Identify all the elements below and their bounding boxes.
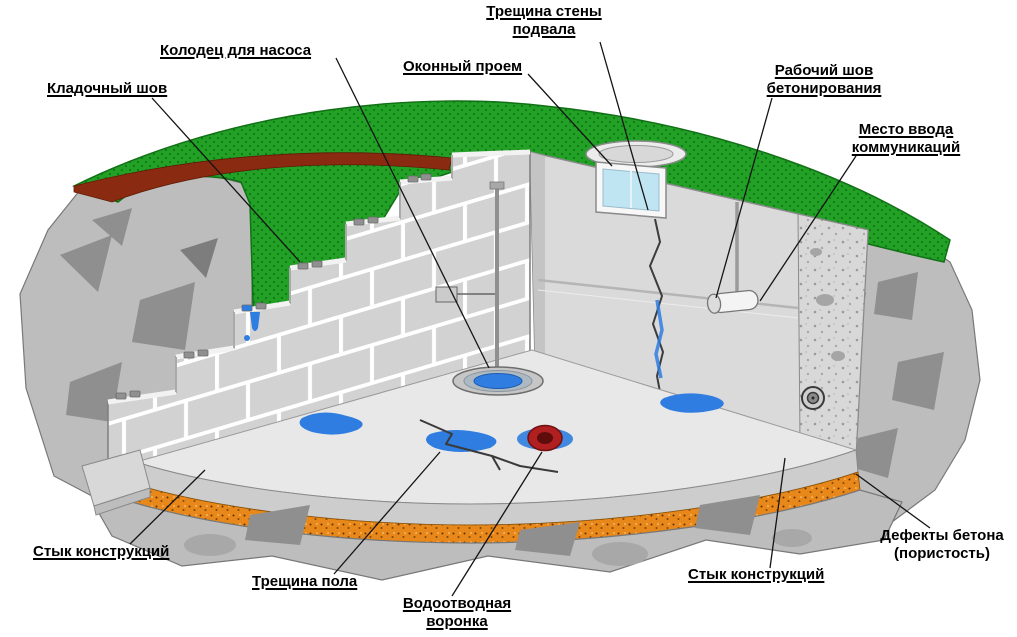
leader-masonry [151,97,301,263]
label-structure-joint-right: Стык конструкций [688,566,825,583]
leader-joint-right [769,457,786,569]
concrete-defects-area [797,213,869,456]
label-concrete-defects: Дефекты бетона (пористость) [880,527,1004,562]
label-floor-crack: Трещина пола [252,573,358,590]
label-drain-funnel: Водоотводная воронка [402,595,512,630]
label-structure-joint-left: Стык конструкций [33,543,170,560]
masonry-water-drip [244,312,260,341]
base-rock [95,489,903,581]
floor-crack-line [419,419,559,473]
block-cavities [115,173,432,400]
leader-utilities [759,155,857,302]
leader-drain [451,451,543,597]
footing [81,449,151,516]
label-wall-crack: Трещина стены подвала [486,3,602,38]
label-utilities-entry: Место ввода коммуникаций [851,121,961,156]
window-opening [595,161,667,219]
pump-box [435,286,458,303]
leader-wall-crack [599,41,649,211]
wall-water-streak [654,299,664,379]
leader-defects [855,473,931,529]
leader-floor-crack [333,451,441,575]
leader-window [527,73,613,167]
porosity-rosette [801,386,825,410]
drain-funnel [517,424,573,452]
leader-work-joint [715,97,773,299]
masonry-wall [107,149,531,480]
label-concrete-work-joint: Рабочий шов бетонирования [766,62,882,97]
pump-well-funnel [435,181,544,396]
soil-strip [73,152,453,203]
leader-joint-left [129,469,206,545]
label-window-opening: Оконный проем [403,58,523,75]
leader-pump-well [335,57,490,369]
label-masonry-joint: Кладочный шов [47,80,168,97]
leader-lines [129,41,931,597]
utility-pipe [706,202,759,314]
label-pump-well: Колодец для насоса [160,42,312,59]
floor-slab [95,349,903,581]
water-stains [299,393,724,452]
